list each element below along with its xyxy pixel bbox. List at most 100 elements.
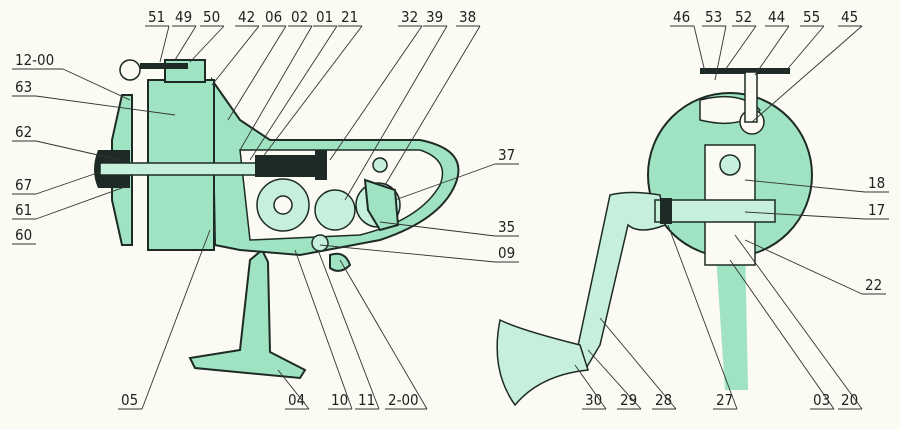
bail-arm bbox=[140, 63, 188, 69]
part-number: 09 bbox=[498, 244, 515, 262]
part-number: 28 bbox=[655, 391, 672, 409]
part-number: 12-00 bbox=[15, 51, 54, 69]
part-number: 02 bbox=[291, 8, 308, 26]
part-label-20: 20 bbox=[734, 234, 863, 410]
part-label-06: 06 bbox=[227, 8, 287, 121]
part-label-22: 22 bbox=[744, 239, 886, 295]
part-label-11: 11 bbox=[317, 249, 380, 410]
part-number: 27 bbox=[716, 391, 733, 409]
bail-arm-front bbox=[700, 68, 790, 74]
leader-line bbox=[159, 25, 170, 63]
leader-line bbox=[62, 68, 131, 101]
part-number: 01 bbox=[316, 8, 333, 26]
anti-reverse-knob bbox=[329, 252, 352, 272]
leader-line bbox=[734, 234, 863, 410]
part-label-30: 30 bbox=[574, 364, 607, 410]
part-number: 60 bbox=[15, 226, 32, 244]
part-number: 35 bbox=[498, 218, 515, 236]
leader-line bbox=[744, 211, 866, 220]
part-number: 62 bbox=[15, 123, 32, 141]
anti-reverse-screw bbox=[311, 234, 329, 252]
part-number: 39 bbox=[426, 8, 443, 26]
leader-line bbox=[141, 229, 211, 410]
reel-foot-front bbox=[715, 240, 748, 390]
part-number: 30 bbox=[585, 391, 602, 409]
part-label-46: 46 bbox=[670, 8, 706, 73]
worm-gear bbox=[255, 155, 315, 177]
part-number: 49 bbox=[175, 8, 192, 26]
oscillation-cam bbox=[363, 178, 400, 232]
gear-front bbox=[719, 154, 741, 176]
leader-line bbox=[35, 171, 101, 195]
part-label-03: 03 bbox=[729, 259, 835, 410]
part-label-49: 49 bbox=[172, 8, 197, 61]
drive-gear-hub bbox=[273, 195, 293, 215]
part-number: 67 bbox=[15, 176, 32, 194]
leader-line bbox=[339, 259, 428, 410]
part-number: 45 bbox=[841, 8, 858, 26]
line-roller bbox=[119, 59, 141, 81]
part-label-17: 17 bbox=[744, 201, 889, 220]
part-number: 20 bbox=[841, 391, 858, 409]
part-label-21: 21 bbox=[261, 8, 363, 159]
reel-front-view bbox=[496, 68, 813, 407]
part-label-10: 10 bbox=[294, 249, 353, 410]
part-number: 05 bbox=[121, 391, 138, 409]
part-label-37: 37 bbox=[394, 146, 519, 201]
leader-line bbox=[574, 364, 607, 410]
part-number: 10 bbox=[331, 391, 348, 409]
part-label-12-00: 12-00 bbox=[12, 51, 131, 101]
part-label-05: 05 bbox=[118, 229, 211, 410]
part-label-44: 44 bbox=[754, 8, 790, 76]
leader-line bbox=[317, 249, 380, 410]
leader-line bbox=[714, 25, 727, 81]
part-label-04: 04 bbox=[277, 369, 310, 410]
leader-line bbox=[394, 163, 496, 201]
part-label-63: 63 bbox=[12, 78, 176, 116]
part-label-53: 53 bbox=[702, 8, 727, 81]
part-number: 51 bbox=[148, 8, 165, 26]
part-label-38: 38 bbox=[384, 8, 481, 186]
leader-line bbox=[277, 369, 310, 410]
leader-line bbox=[294, 249, 353, 410]
part-label-35: 35 bbox=[379, 218, 519, 237]
part-label-2-00: 2-00 bbox=[339, 259, 428, 410]
part-number: 44 bbox=[768, 8, 785, 26]
part-number: 29 bbox=[620, 391, 637, 409]
leader-line bbox=[784, 25, 825, 73]
part-label-28: 28 bbox=[599, 317, 677, 410]
part-label-32: 32 bbox=[329, 8, 423, 161]
part-label-09: 09 bbox=[319, 244, 519, 263]
part-number: 06 bbox=[265, 8, 282, 26]
leader-line bbox=[239, 25, 313, 151]
leader-line bbox=[211, 25, 260, 86]
part-label-67: 67 bbox=[12, 171, 101, 195]
part-number: 18 bbox=[868, 174, 885, 192]
leader-line bbox=[35, 140, 121, 161]
leader-line bbox=[35, 95, 176, 116]
part-label-02: 02 bbox=[239, 8, 313, 151]
part-number: 2-00 bbox=[388, 391, 419, 409]
leader-line bbox=[249, 25, 338, 161]
main-shaft bbox=[99, 162, 261, 176]
leader-line bbox=[174, 25, 197, 61]
part-number: 21 bbox=[341, 8, 358, 26]
part-number: 11 bbox=[358, 391, 375, 409]
leader-line bbox=[744, 179, 866, 193]
part-number: 46 bbox=[673, 8, 690, 26]
part-label-62: 62 bbox=[12, 123, 121, 161]
part-label-45: 45 bbox=[751, 8, 863, 123]
part-label-60: 60 bbox=[12, 226, 36, 245]
part-number: 42 bbox=[238, 8, 255, 26]
leader-line bbox=[384, 25, 481, 186]
reel-foot bbox=[188, 248, 307, 380]
part-label-39: 39 bbox=[344, 8, 448, 201]
pinion-gear bbox=[314, 189, 356, 231]
part-number: 03 bbox=[813, 391, 830, 409]
crank-shaft bbox=[654, 199, 776, 223]
bail-post bbox=[744, 71, 758, 123]
leader-line bbox=[751, 25, 863, 123]
part-label-01: 01 bbox=[249, 8, 338, 161]
leader-line bbox=[379, 221, 496, 237]
